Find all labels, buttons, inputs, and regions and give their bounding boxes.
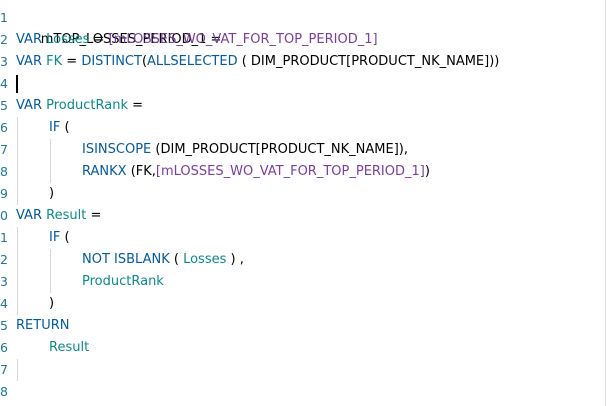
indent-guide [17,271,18,293]
keyword-token: VAR [16,32,42,47]
punctuation-token: ) [424,164,430,179]
keyword-token: RETURN [16,318,70,333]
keyword-token: VAR [16,208,42,223]
line-number: 4 [0,76,8,91]
column-reference-token: (DIM_PRODUCT[PRODUCT_NK_NAME]), [151,142,408,157]
code-line[interactable]: RETURN [16,315,69,337]
code-line[interactable]: ) [49,183,54,205]
line-number: 6 [0,120,8,135]
line-number: 2 [0,32,8,47]
line-number: 9 [0,186,8,201]
indent-guide [17,359,18,381]
variable-token: Result [49,340,90,355]
variable-token: FK [46,54,63,69]
line-number: 3 [0,54,8,69]
punctuation-token: ( [169,252,184,267]
text-cursor [16,75,18,93]
variable-token: Result [46,208,87,223]
function-token: IF [49,120,61,135]
measure-reference-token: [mLOSSES_WO_VAT_FOR_TOP_PERIOD_1] [108,32,378,47]
line-number: 1 [0,230,8,245]
line-number-gutter: 1 2 3 4 5 6 7 8 9 0 1 2 3 4 5 6 7 8 [0,0,10,406]
line-number: 8 [0,384,8,399]
function-token: ALLSELECTED [147,54,238,69]
code-line[interactable]: RANKX (FK,[mLOSSES_WO_VAT_FOR_TOP_PERIOD… [82,161,430,183]
line-number: 1 [0,10,8,25]
code-line[interactable]: VAR Result = [16,205,101,227]
indent-guide [17,183,18,205]
measure-reference-token: [mLOSSES_WO_VAT_FOR_TOP_PERIOD_1] [155,164,425,179]
code-line[interactable]: ) [49,293,54,315]
indent-guide [17,249,18,271]
indent-guide [50,139,51,161]
indent-guide [17,139,18,161]
function-token: ISBLANK [114,252,170,267]
variable-token: Losses [46,32,90,47]
indent-guide [50,271,51,293]
variable-token: ProductRank [82,274,164,289]
code-line[interactable]: IF ( [49,117,70,139]
punctuation-token: ( [60,120,70,135]
indent-guide [50,161,51,183]
line-number: 8 [0,164,8,179]
code-line[interactable]: IF ( [49,227,70,249]
line-number: 0 [0,208,8,223]
indent-guide [50,249,51,271]
variable-token: ProductRank [46,98,128,113]
indent-guide [17,293,18,315]
code-line[interactable]: VAR ProductRank = [16,95,143,117]
code-line[interactable]: ProductRank [82,271,164,293]
function-token: IF [49,230,61,245]
keyword-token: VAR [16,98,42,113]
line-number: 3 [0,274,8,289]
code-line[interactable]: VAR FK = DISTINCT(ALLSELECTED ( DIM_PROD… [16,51,499,73]
operator-token: = [62,54,82,69]
operator-token: = [86,208,102,223]
line-number: 2 [0,252,8,267]
indent-guide [17,227,18,249]
line-number: 6 [0,340,8,355]
function-token: ISINSCOPE [82,142,152,157]
line-number: 7 [0,142,8,157]
code-line[interactable]: VAR Losses = [mLOSSES_WO_VAT_FOR_TOP_PER… [16,29,378,51]
punctuation-token: ) , [226,252,244,267]
punctuation-token: ( [141,54,148,69]
code-line[interactable]: Result [49,337,89,359]
keyword-token: VAR [16,54,42,69]
code-line[interactable]: mTOP_LOSSES_PERIOD_1 = [16,7,222,47]
keyword-token: NOT [82,252,110,267]
line-number: 5 [0,98,8,113]
operator-token: = [89,32,109,47]
indent-guide [17,161,18,183]
operator-token: = [127,98,144,113]
variable-token: Losses [183,252,227,267]
indent-guide [17,117,18,139]
measure-definition: mTOP_LOSSES_PERIOD_1 = [40,32,222,47]
argument-token: (FK, [126,164,156,179]
punctuation-token: ) [49,186,55,201]
column-reference-token: ( DIM_PRODUCT[PRODUCT_NK_NAME])) [237,54,500,69]
punctuation-token: ) [49,296,55,311]
line-number: 7 [0,362,8,377]
line-number: 4 [0,296,8,311]
function-token: RANKX [82,164,127,179]
function-token: DISTINCT [81,54,142,69]
line-number: 5 [0,318,8,333]
code-line[interactable]: NOT ISBLANK ( Losses ) , [82,249,244,271]
code-line[interactable]: ISINSCOPE (DIM_PRODUCT[PRODUCT_NK_NAME])… [82,139,408,161]
punctuation-token: ( [60,230,70,245]
